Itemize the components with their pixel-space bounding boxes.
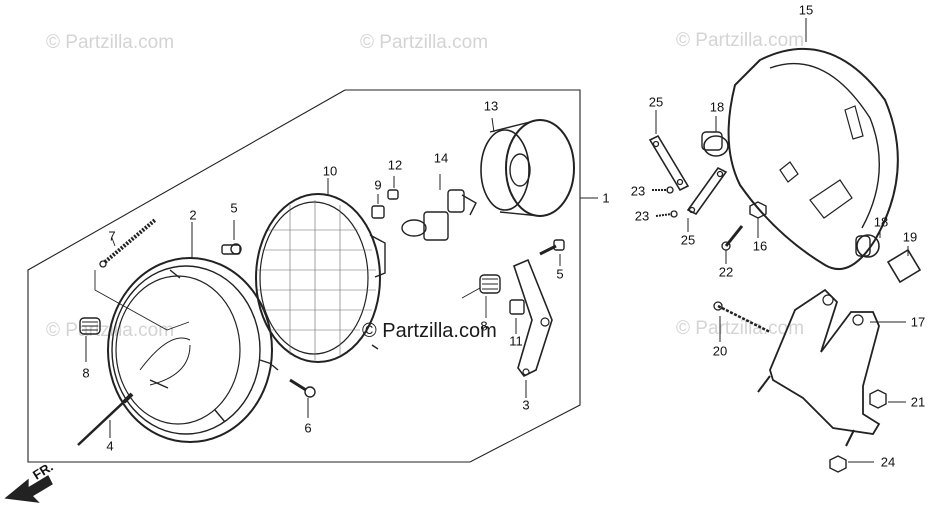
dust-cover-13-part	[480, 119, 575, 217]
stay-bracket-17-part	[757, 288, 881, 447]
callout-22: 22	[718, 264, 734, 280]
headlight-lens-part	[255, 193, 386, 371]
callout-18-upper: 18	[709, 99, 725, 115]
leader-8-right	[461, 287, 487, 318]
callout-9: 9	[374, 177, 382, 193]
bulb-14-part	[401, 189, 477, 241]
callout-24: 24	[880, 454, 896, 470]
callout-13: 13	[483, 98, 499, 114]
plate-25-upper-part	[648, 134, 690, 192]
callout-11: 11	[509, 333, 523, 349]
callout-20: 20	[712, 343, 728, 359]
spacer-18-upper-part	[701, 131, 729, 157]
cap-12-part	[387, 189, 399, 200]
watermark-top-mid: © Partzilla.com	[360, 32, 489, 53]
callout-25-lower: 25	[680, 232, 696, 248]
nut-11-part	[509, 299, 525, 315]
screw-5-right-part	[539, 239, 565, 256]
callout-12: 12	[387, 157, 403, 173]
callout-4: 4	[106, 438, 114, 454]
headlight-case-15-part	[727, 47, 899, 270]
callout-6: 6	[304, 420, 312, 436]
callout-8-left: 8	[82, 365, 90, 381]
spacer-18-lower-part	[855, 234, 880, 258]
callout-23-lower: 23	[634, 208, 650, 224]
callout-25-upper: 25	[648, 94, 664, 110]
callout-15: 15	[798, 2, 814, 18]
callout-17: 17	[910, 314, 926, 330]
callout-2: 2	[189, 207, 197, 223]
assembly-boundary	[27, 89, 581, 463]
leader-7	[94, 237, 190, 331]
callout-5-right: 5	[556, 266, 564, 282]
screw-23-lower-part	[655, 210, 678, 218]
headlight-rim-part	[107, 257, 273, 443]
screw-23-upper-part	[652, 186, 674, 194]
callout-21: 21	[910, 394, 926, 410]
callout-16: 16	[752, 238, 768, 254]
bolt-20-part	[713, 301, 771, 334]
callout-8-right: 8	[480, 318, 488, 334]
screw-4-part	[77, 392, 134, 446]
watermark-center: © Partzilla.com	[362, 320, 497, 342]
spring-8-right-part	[479, 274, 501, 294]
socket-9-part	[371, 205, 385, 219]
plate-25-lower-part	[686, 166, 728, 216]
watermark-top-left: © Partzilla.com	[46, 32, 175, 53]
spring-7-part	[99, 218, 157, 268]
screw-5-upper-part	[221, 243, 242, 255]
screw-6-part	[289, 378, 316, 398]
watermark-mid-right: © Partzilla.com	[676, 318, 805, 339]
bolt-22-part	[721, 225, 744, 251]
callout-18-lower: 18	[873, 214, 889, 230]
front-direction-arrow-icon	[4, 475, 53, 503]
nut-16-part	[749, 201, 767, 219]
callout-23-upper: 23	[630, 183, 646, 199]
callout-5-upper: 5	[230, 200, 238, 216]
leader-13	[491, 117, 495, 133]
bracket-3-part	[513, 258, 553, 378]
callout-19: 19	[902, 229, 918, 245]
nut-24-part	[829, 455, 847, 473]
callout-1: 1	[602, 190, 610, 206]
callout-7: 7	[108, 228, 116, 244]
watermark-top-right: © Partzilla.com	[676, 30, 805, 51]
collar-19-part	[886, 248, 922, 284]
callout-10: 10	[322, 163, 338, 179]
spring-8-left-part	[79, 317, 101, 335]
nut-21-part	[869, 389, 887, 409]
callout-3: 3	[522, 397, 530, 413]
callout-14: 14	[433, 150, 449, 166]
